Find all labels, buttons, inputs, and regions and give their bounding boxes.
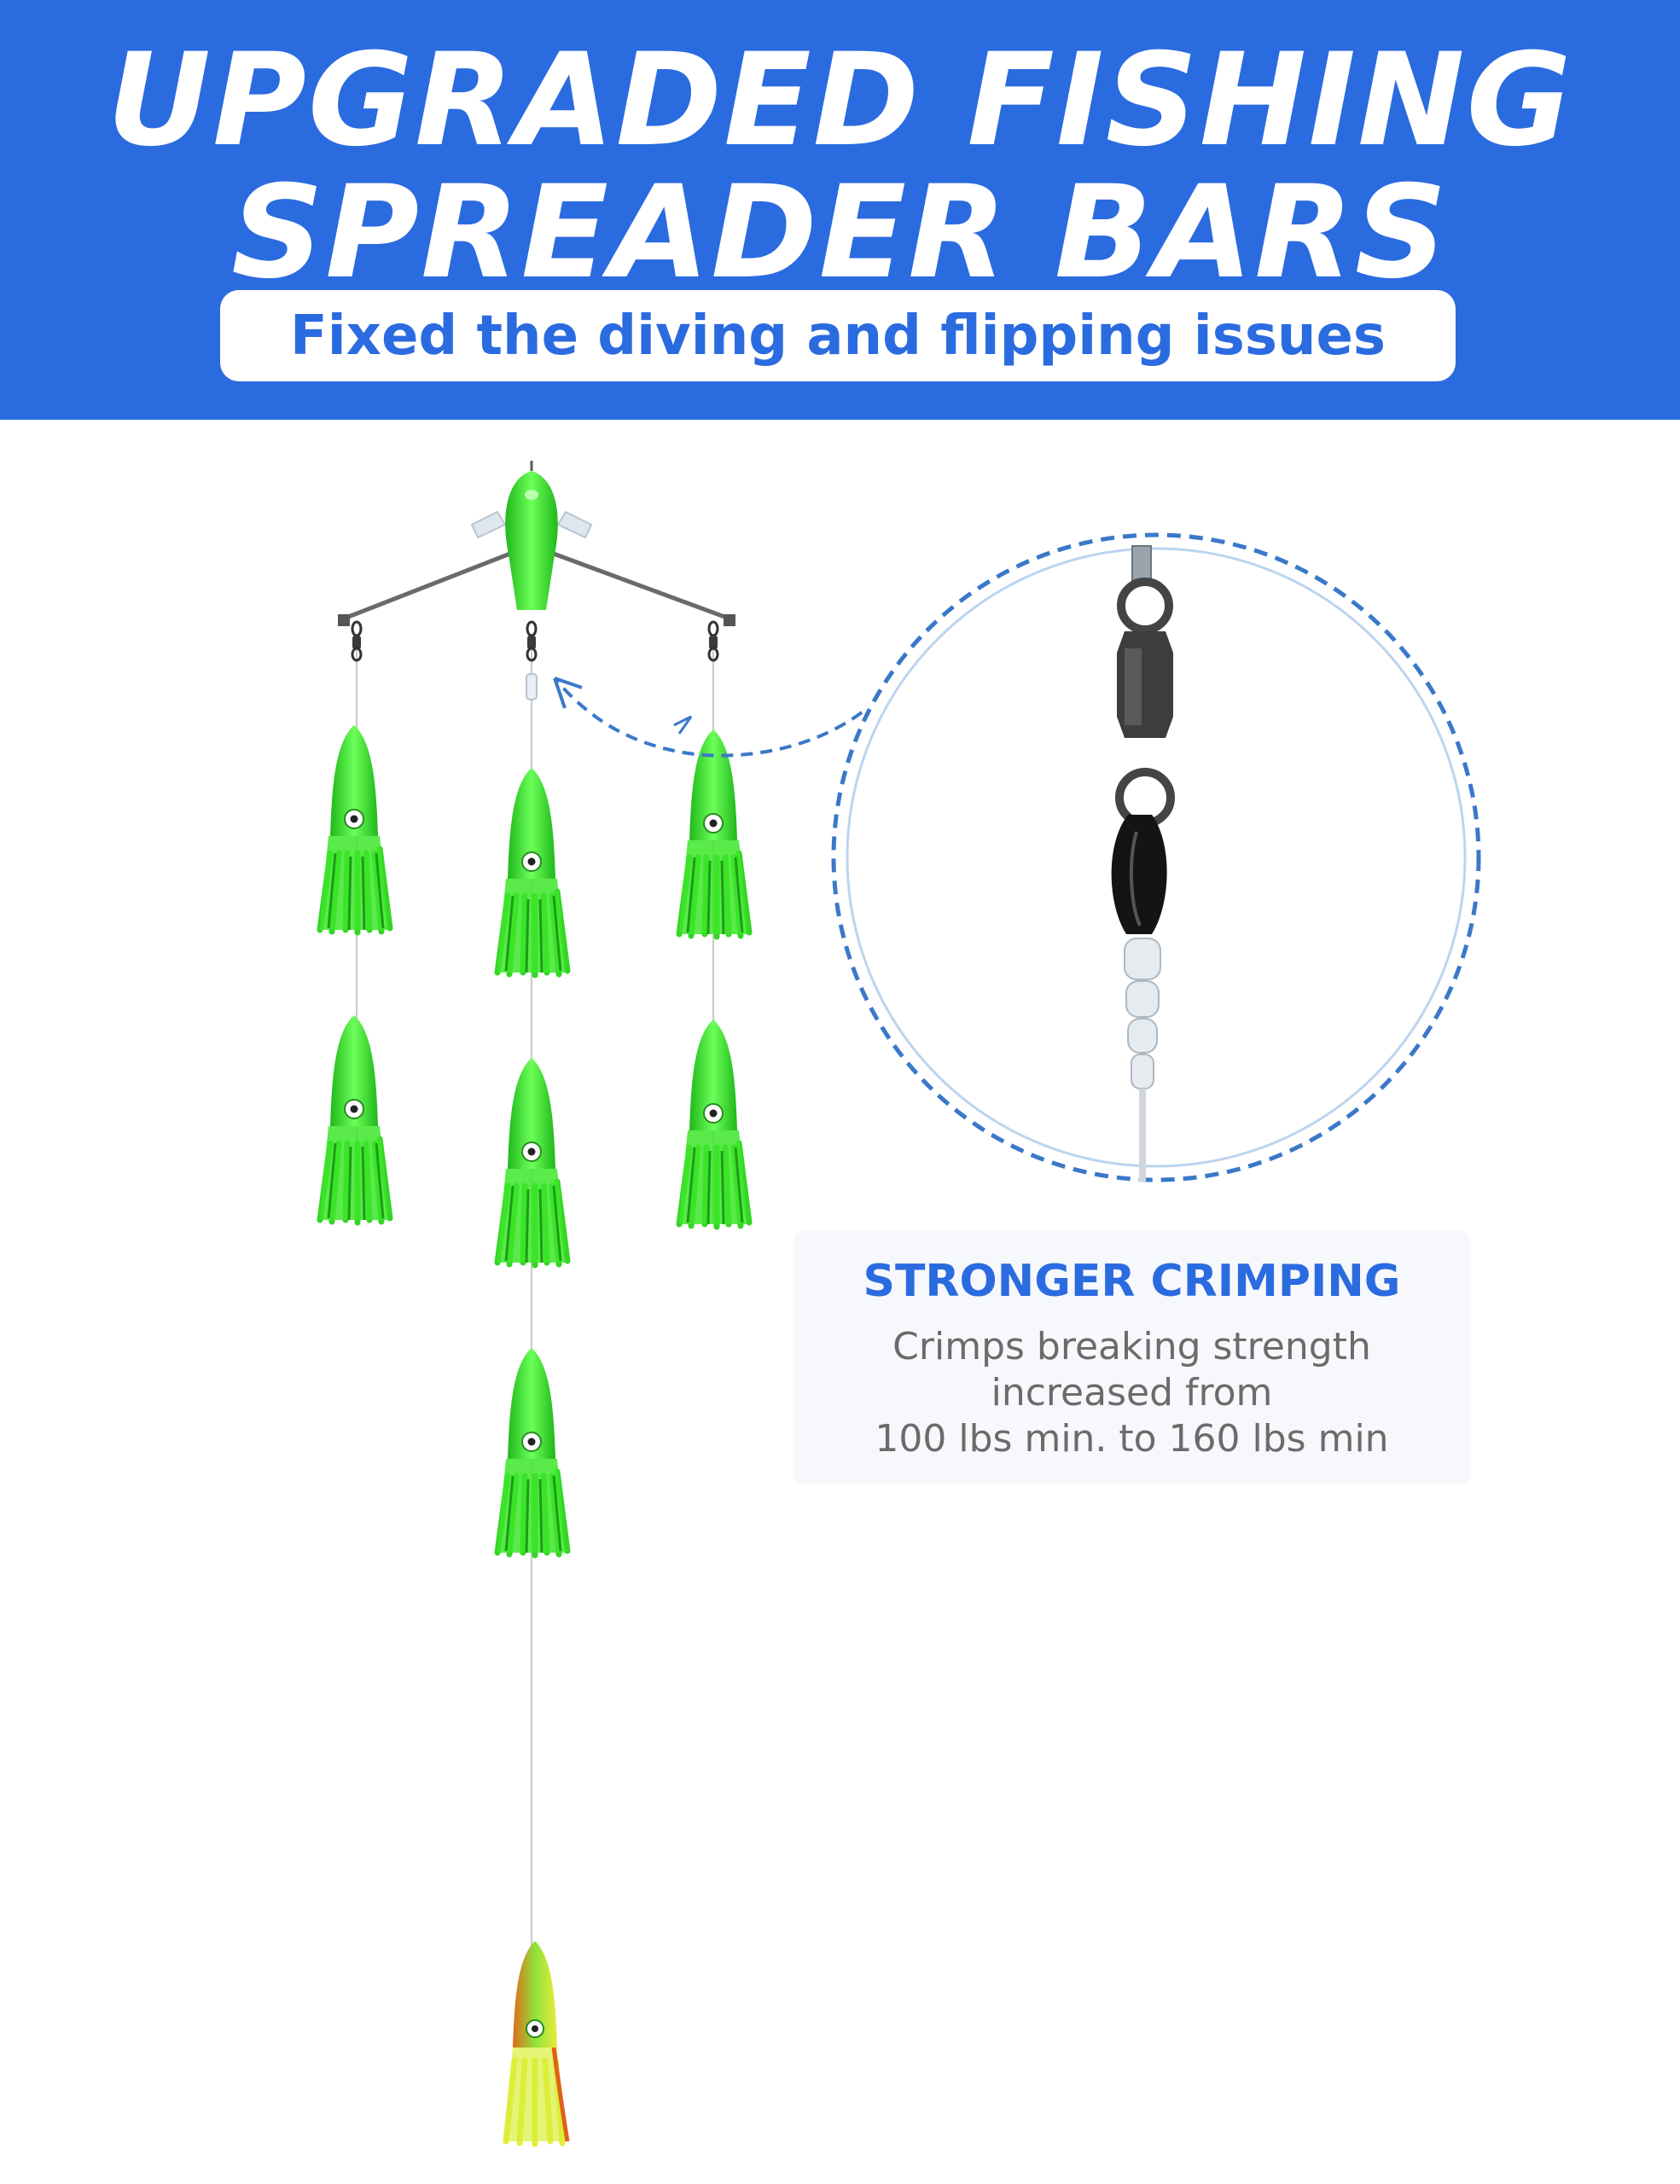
feature-body-line: increased from [991, 1371, 1273, 1414]
swivel-crimp-closeup [831, 532, 1481, 1182]
squid-lure-icon [497, 1058, 567, 1265]
birdy-teaser [470, 461, 593, 610]
page-title-line-1: UPGRADED FISHING [107, 26, 1573, 175]
squid-lure-icon [679, 1019, 749, 1227]
squid-lure-icon [497, 768, 567, 975]
subtitle-pill: Fixed the diving and flipping issues [220, 290, 1456, 381]
squid-lure-icon [320, 1015, 390, 1223]
feature-heading: STRONGER CRIMPING [863, 1256, 1401, 1307]
squid-lure-icon [679, 729, 749, 937]
header-banner: UPGRADED FISHING SPREADER BARS Fixed the… [0, 0, 1680, 420]
feature-body-line: 100 lbs min. to 160 lbs min [875, 1417, 1389, 1461]
page-title-line-2: SPREADER BARS [231, 159, 1449, 307]
feature-body: Crimps breaking strength increased from … [793, 1324, 1470, 1462]
squid-lure-icon [320, 725, 390, 932]
subtitle-text: Fixed the diving and flipping issues [290, 304, 1386, 368]
feature-card: STRONGER CRIMPING Crimps breaking streng… [793, 1230, 1470, 1484]
trailer-squid-icon [503, 1941, 570, 2147]
feature-body-line: Crimps breaking strength [892, 1325, 1371, 1368]
squid-lure-icon [497, 1348, 567, 1555]
spreader-bar-illustration [0, 461, 1481, 2147]
